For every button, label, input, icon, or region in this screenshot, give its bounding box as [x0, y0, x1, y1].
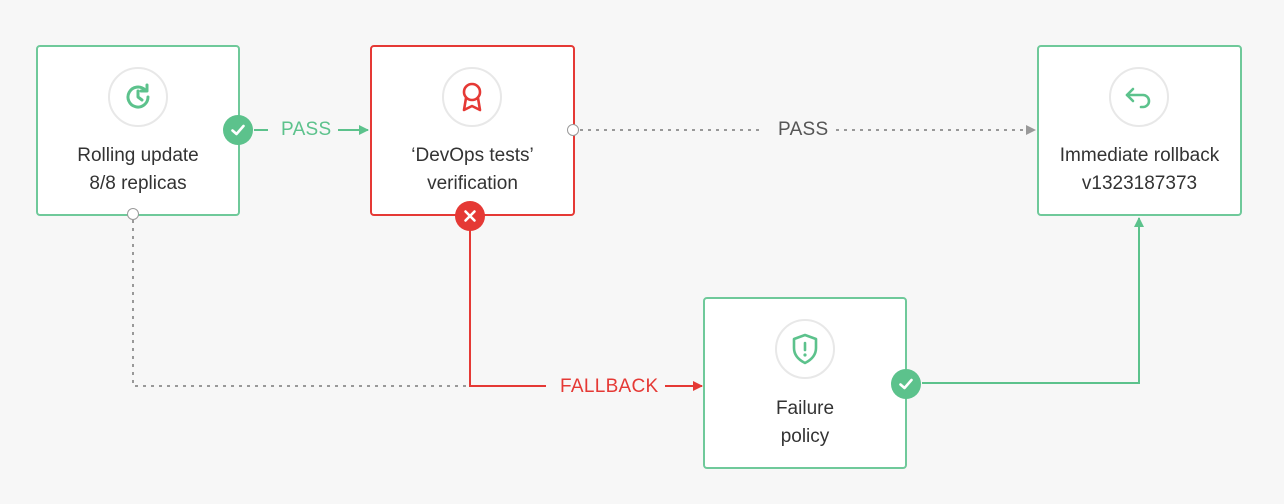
undo-arrow-icon: [1125, 87, 1151, 109]
clock-refresh-icon: [126, 83, 150, 109]
node-failure-policy[interactable]: Failure policy: [703, 297, 907, 469]
edge-policy-to-rollback: [922, 217, 1144, 384]
edge-update-to-policy: [132, 220, 470, 387]
icon-container: [775, 319, 835, 379]
node-subtitle: policy: [780, 426, 830, 447]
success-badge: [223, 115, 253, 145]
icon-container: [1109, 67, 1169, 127]
error-badge: [455, 201, 485, 231]
node-subtitle: verification: [427, 173, 518, 194]
icon-container: [442, 67, 502, 127]
edge-label-pass: PASS: [275, 118, 338, 142]
node-title: ‘DevOps tests’: [411, 145, 534, 166]
success-badge: [891, 369, 921, 399]
icon-container: [108, 67, 168, 127]
node-label: Immediate rollback v1323187373: [1039, 142, 1240, 198]
node-label: Failure policy: [705, 395, 905, 451]
node-title: Immediate rollback: [1059, 145, 1220, 166]
node-title: Rolling update: [77, 145, 199, 166]
node-title: Failure: [775, 398, 835, 419]
node-devops-tests[interactable]: ‘DevOps tests’ verification: [370, 45, 575, 216]
shield-alert-icon: [792, 333, 818, 365]
node-rolling-update[interactable]: Rolling update 8/8 replicas: [36, 45, 240, 216]
node-immediate-rollback[interactable]: Immediate rollback v1323187373: [1037, 45, 1242, 216]
checkmark-icon: [899, 378, 913, 390]
checkmark-icon: [231, 124, 245, 136]
close-icon: [464, 210, 476, 222]
output-port[interactable]: [127, 208, 139, 220]
edge-tests-to-policy: [469, 230, 546, 387]
award-ribbon-icon: [462, 82, 482, 112]
edge-label-pass: PASS: [772, 118, 835, 142]
node-label: ‘DevOps tests’ verification: [372, 142, 573, 198]
output-port[interactable]: [567, 124, 579, 136]
edge-label-fallback: FALLBACK: [554, 375, 665, 399]
node-subtitle: 8/8 replicas: [89, 173, 187, 194]
node-label: Rolling update 8/8 replicas: [38, 142, 238, 198]
node-subtitle: v1323187373: [1081, 173, 1198, 194]
